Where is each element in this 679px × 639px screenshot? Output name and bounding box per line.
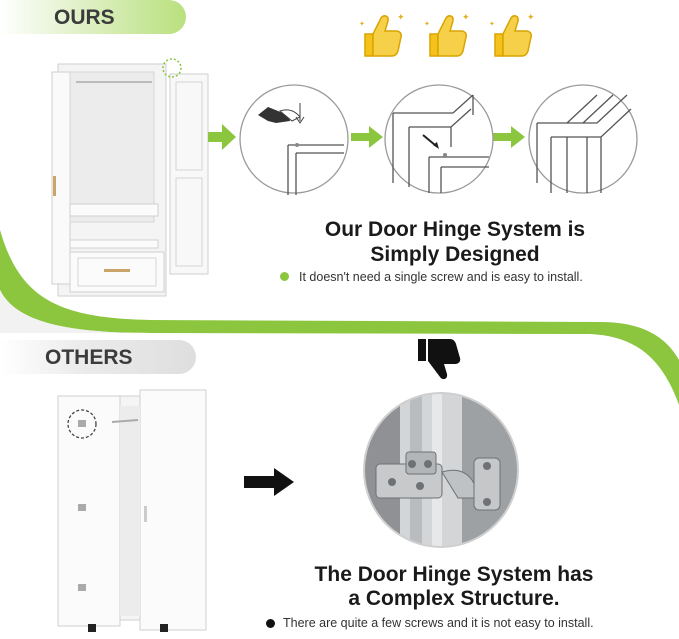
ours-bullet-text: It doesn't need a single screw and is ea… (299, 270, 583, 284)
install-step-3-image (528, 84, 638, 194)
others-wardrobe-image (57, 389, 207, 632)
bullet-dot (280, 272, 289, 281)
others-heading: The Door Hinge System has a Complex Stru… (286, 563, 622, 611)
complex-hinge-image (363, 392, 519, 548)
svg-text:✦: ✦ (527, 12, 535, 22)
green-arrow-icon (208, 124, 236, 150)
green-arrow-icon (493, 126, 525, 148)
ours-wardrobe-image (51, 58, 209, 297)
ours-heading: Our Door Hinge System is Simply Designed (270, 217, 640, 267)
thumbs-up-icon: ✦✦ (424, 12, 470, 57)
svg-text:✦: ✦ (424, 20, 430, 28)
svg-text:✦: ✦ (462, 12, 470, 22)
install-step-1-image (239, 84, 349, 195)
others-label: OTHERS (0, 340, 196, 374)
install-step-2-image (384, 84, 494, 194)
others-bullet-text: There are quite a few screws and it is n… (283, 616, 594, 630)
bullet-dot (266, 619, 275, 628)
thumbs-down-icon (418, 339, 461, 380)
black-arrow-icon (244, 468, 294, 496)
ours-label: OURS (0, 0, 186, 34)
others-heading-line2: a Complex Structure. (348, 587, 560, 610)
thumbs-up-icon: ✦✦ (489, 12, 535, 57)
ours-heading-line2: Simply Designed (370, 243, 540, 266)
ours-heading-line1: Our Door Hinge System is (324, 218, 586, 241)
svg-text:✦: ✦ (397, 12, 405, 22)
svg-text:✦: ✦ (359, 20, 365, 28)
green-arrow-icon (351, 126, 383, 148)
svg-text:✦: ✦ (489, 20, 495, 28)
others-heading-line1: The Door Hinge System has (314, 563, 594, 586)
thumbs-up-icon: ✦✦ (359, 12, 405, 57)
